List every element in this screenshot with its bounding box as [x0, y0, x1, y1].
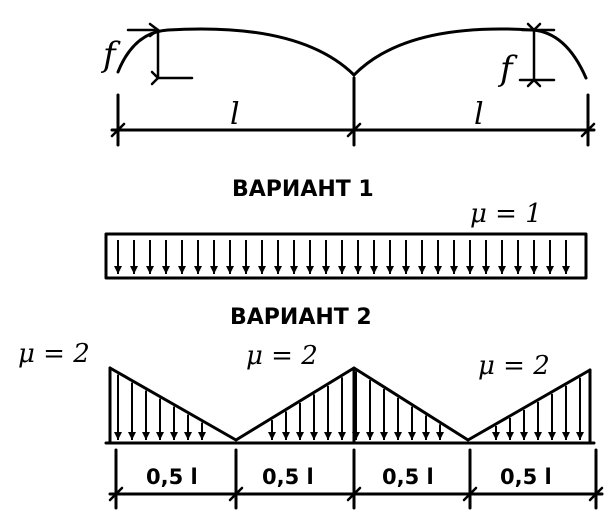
load-arrow [520, 409, 528, 440]
span-right-label: l [474, 97, 484, 132]
load-arrow [498, 240, 506, 274]
load-arrow [530, 240, 538, 274]
load-arrow [130, 240, 138, 274]
load-arrow [546, 240, 554, 274]
load-arrow [370, 240, 378, 274]
load-arrow [434, 240, 442, 274]
load-arrow [576, 377, 584, 440]
left-arch [116, 27, 356, 77]
load-arrow [306, 240, 314, 274]
load-arrow [338, 377, 346, 440]
load-arrow [198, 422, 206, 440]
variant1-title: ВАРИАНТ 1 [232, 177, 374, 202]
load-arrow [466, 240, 474, 274]
triangular-load [104, 366, 596, 445]
load-arrow [114, 240, 122, 274]
load-arrow [194, 240, 202, 274]
span-dimension [110, 76, 596, 147]
load-arrow [142, 390, 150, 440]
load-arrow [386, 240, 394, 274]
load-arrow [422, 415, 430, 440]
load-arrow [162, 240, 170, 274]
load-arrow [366, 380, 374, 440]
load-arrow [534, 401, 542, 440]
right-sag-dimension [518, 22, 556, 88]
variant1-mu-label: μ = 1 [470, 199, 542, 229]
load-arrow [178, 240, 186, 274]
load-arrow [296, 402, 304, 440]
load-arrow [418, 240, 426, 274]
right-sag-label: f [497, 49, 518, 89]
load-arrow [322, 240, 330, 274]
load-arrow [290, 240, 298, 274]
load-arrow [226, 240, 234, 274]
load-arrow [114, 374, 122, 440]
load-arrow [310, 394, 318, 440]
load-arrow [514, 240, 522, 274]
triangular-load-arrows [114, 371, 584, 440]
load-arrow [324, 385, 332, 440]
load-arrow [394, 397, 402, 440]
arch-roof [116, 27, 588, 80]
variant2-title: ВАРИАНТ 2 [230, 305, 372, 330]
load-arrow [380, 388, 388, 440]
load-arrow [354, 240, 362, 274]
segment-label-3: 0,5 l [382, 465, 434, 489]
load-arrow [436, 424, 444, 440]
uniform-load-arrows [114, 240, 570, 274]
load-arrow [562, 240, 570, 274]
load-arrow [184, 414, 192, 440]
load-arrow [268, 420, 276, 440]
load-arrow [506, 417, 514, 440]
load-arrow [282, 411, 290, 440]
load-arrow [492, 425, 500, 440]
variant2-mu-left: μ = 2 [18, 339, 90, 369]
load-arrow [402, 240, 410, 274]
load-arrow [450, 240, 458, 274]
load-arrow [156, 398, 164, 440]
segment-dimension [108, 448, 604, 510]
load-arrow [170, 406, 178, 440]
variant2-mu-right: μ = 2 [478, 351, 550, 381]
load-arrow [338, 240, 346, 274]
load-arrow [146, 240, 154, 274]
left-sag-dimension [126, 22, 194, 86]
load-arrow [562, 385, 570, 440]
load-arrow [128, 382, 136, 440]
right-arch [352, 27, 588, 80]
segment-label-1: 0,5 l [146, 465, 198, 489]
load-arrow [210, 240, 218, 274]
uniform-load-block [104, 232, 588, 280]
segment-label-4: 0,5 l [500, 465, 552, 489]
segment-label-2: 0,5 l [262, 465, 314, 489]
load-arrow [482, 240, 490, 274]
load-arrow [242, 240, 250, 274]
load-arrow [548, 393, 556, 440]
span-left-label: l [230, 97, 240, 132]
load-arrow [258, 240, 266, 274]
load-arrow [274, 240, 282, 274]
variant2-mu-center: μ = 2 [246, 341, 318, 371]
load-arrow [408, 406, 416, 440]
